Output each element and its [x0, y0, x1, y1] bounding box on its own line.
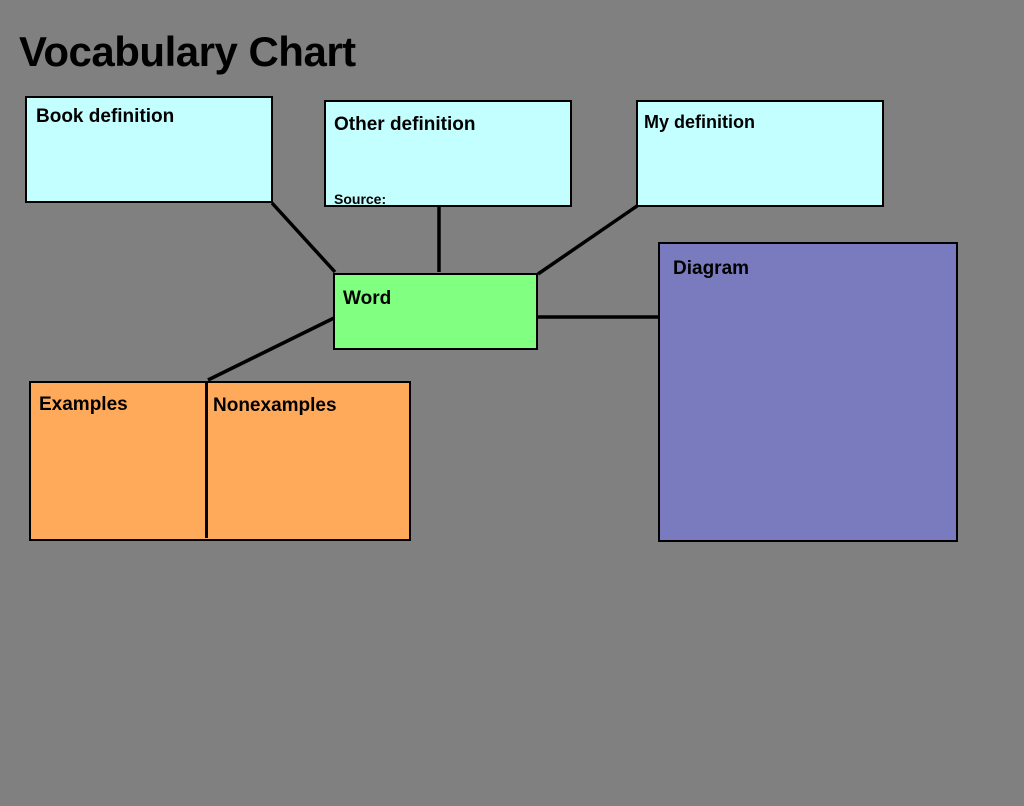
source-label: Source:	[334, 191, 387, 207]
my-definition-label: My definition	[644, 112, 755, 132]
book-definition-label: Book definition	[36, 106, 175, 127]
diagram-label: Diagram	[673, 258, 750, 279]
other-definition-box[interactable]: Other definition Source:	[324, 100, 572, 207]
connector-my-word	[537, 204, 638, 276]
nonexamples-label: Nonexamples	[213, 395, 337, 416]
examples-label: Examples	[39, 394, 128, 415]
my-definition-box[interactable]: My definition	[636, 100, 884, 207]
book-definition-box[interactable]: Book definition	[25, 96, 273, 203]
word-box[interactable]: Word	[333, 273, 538, 350]
page-title: Vocabulary Chart	[19, 28, 356, 75]
connector-book-word	[270, 201, 337, 274]
examples-divider	[205, 381, 208, 538]
word-label: Word	[343, 288, 392, 309]
examples-nonexamples-box[interactable]: Examples Nonexamples	[29, 381, 411, 541]
other-definition-label: Other definition	[334, 114, 476, 135]
connector-word-examples	[207, 316, 335, 382]
diagram-box[interactable]: Diagram	[658, 242, 958, 542]
